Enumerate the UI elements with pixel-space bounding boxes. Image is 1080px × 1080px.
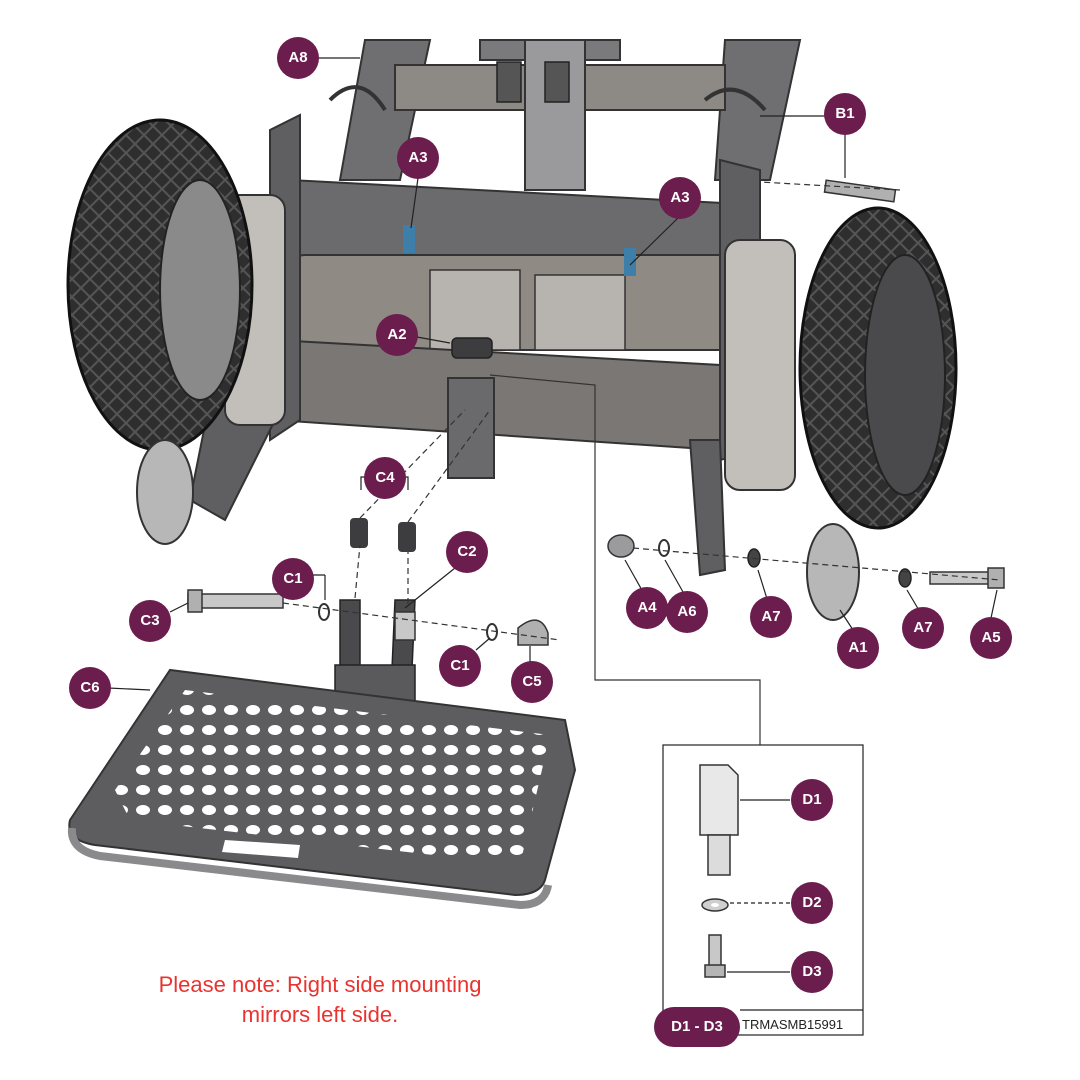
callout-c3: C3 [129,600,171,642]
callout-a4: A4 [626,587,668,629]
motor-hubs [224,194,796,491]
mounting-note-line-1: Please note: Right side mounting [158,972,482,997]
callout-c1-left: C1 [272,558,314,600]
right-wheel [798,206,958,530]
callout-c2: C2 [446,531,488,573]
callout-a3-right: A3 [659,177,701,219]
callout-a7-left: A7 [750,596,792,638]
inset-range-label: D1 - D3 [654,1007,740,1047]
callout-a6: A6 [666,591,708,633]
callout-a7-right: A7 [902,607,944,649]
footplate-mount-parts [187,518,549,716]
callout-a3-left: A3 [397,137,439,179]
leader-lines [107,57,998,691]
inset-leader [489,374,761,745]
callout-c5: C5 [511,661,553,703]
transaxle-bracket [188,113,786,577]
callout-d2: D2 [791,882,833,924]
callout-a2: A2 [376,314,418,356]
callout-c4: C4 [364,457,406,499]
left-wheel [66,118,254,452]
callout-c6: C6 [69,667,111,709]
mounting-note-line-2: mirrors left side. [241,1002,399,1027]
antitip-wheel-a1 [806,523,860,621]
callout-d1: D1 [791,779,833,821]
left-antitip-wheel [136,439,194,545]
dashed-assembly-lines [282,181,1001,641]
inset-part-number: TRMASMB15991 [742,1017,844,1032]
callout-d3: D3 [791,951,833,993]
footplate-c6 [67,668,577,910]
callout-a5: A5 [970,617,1012,659]
inset-box [662,744,864,1036]
callout-c1-right: C1 [439,645,481,687]
upper-frame [328,39,802,191]
callout-a1: A1 [837,627,879,669]
callout-b1: B1 [824,93,866,135]
callout-a8: A8 [277,37,319,79]
mounting-note: Please note: Right side mounting mirrors… [110,970,530,1030]
